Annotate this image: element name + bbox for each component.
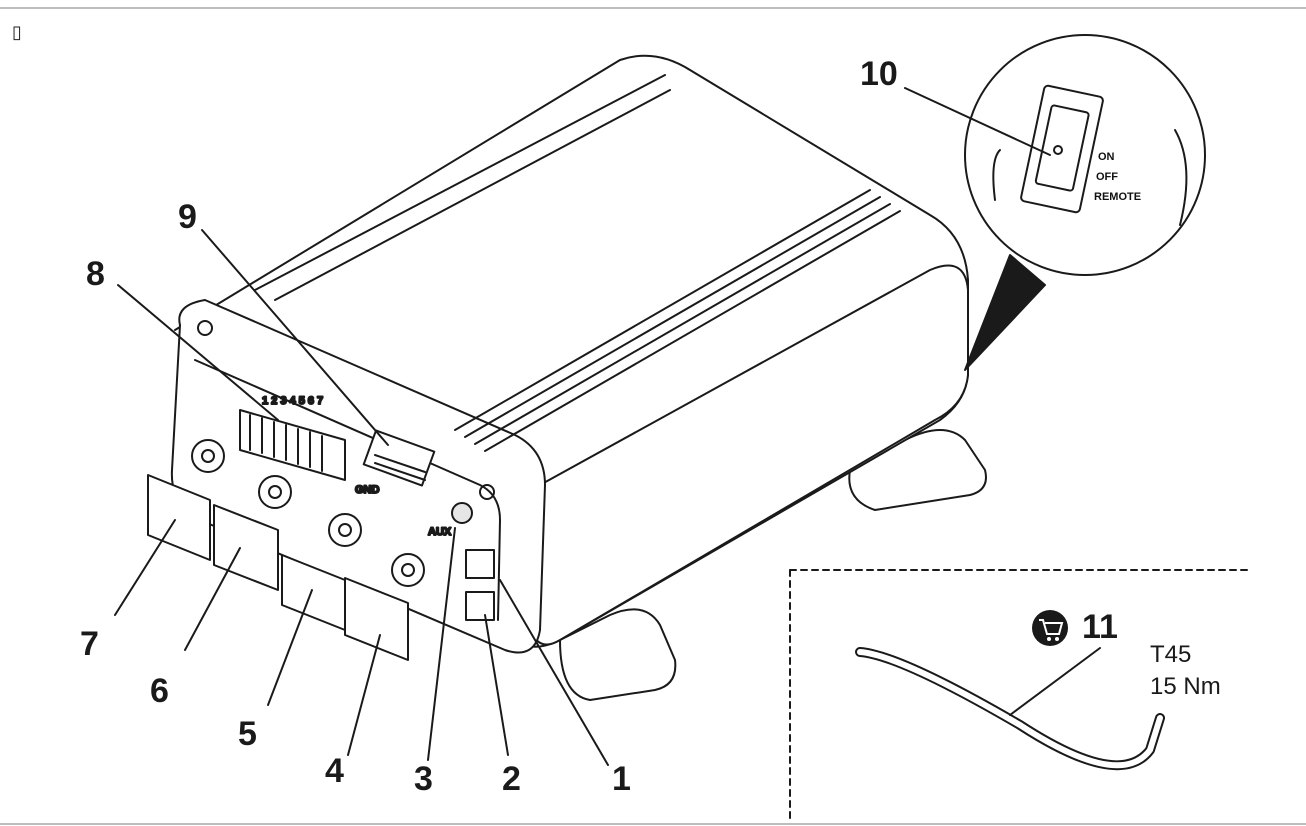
battery-terminal-6	[213, 475, 292, 591]
callout-3: 3	[414, 760, 433, 798]
leader-4	[347, 634, 381, 756]
battery-terminal-5	[281, 513, 362, 631]
callout-7: 7	[80, 625, 99, 663]
callout-6: 6	[150, 672, 169, 710]
leader-10	[904, 87, 1051, 156]
callout-2: 2	[502, 760, 521, 798]
switch-label-remote: REMOTE	[1094, 191, 1141, 203]
leader-9	[201, 229, 389, 446]
callout-4: 4	[325, 752, 344, 790]
callout-11: 11	[1082, 608, 1118, 646]
tool-torque: 15 Nm	[1150, 673, 1221, 700]
callout-8: 8	[86, 255, 105, 293]
leader-3	[427, 527, 456, 761]
corner-glyph: ▯	[12, 22, 22, 43]
housing-screw-top-left	[197, 320, 213, 336]
tool-bit-size: T45	[1150, 641, 1191, 668]
mounting-foot-front	[559, 608, 677, 701]
leader-7	[114, 519, 176, 616]
callout-10: 10	[860, 55, 898, 93]
switch-label-off: OFF	[1096, 171, 1118, 183]
bottom-border	[0, 823, 1306, 825]
switch-label-on: ON	[1098, 151, 1115, 163]
callout-5: 5	[238, 715, 257, 753]
leader-2	[484, 614, 509, 756]
magnifier-wedge	[964, 254, 1046, 371]
housing-screw-top-right	[479, 484, 495, 500]
connector-lower	[465, 591, 495, 621]
leader-6	[184, 547, 241, 651]
aux-label: AUX	[428, 526, 452, 538]
remote-terminal-block	[239, 409, 346, 481]
callout-1: 1	[612, 760, 631, 798]
leader-5	[267, 589, 313, 706]
mounting-foot-rear	[848, 429, 987, 511]
leader-1	[499, 579, 609, 766]
control-connector	[362, 429, 436, 487]
gnd-label: GND	[355, 484, 380, 496]
shopping-cart-icon	[1032, 610, 1068, 646]
leader-11	[1009, 647, 1101, 716]
top-border	[0, 7, 1306, 9]
callout-9: 9	[178, 198, 197, 236]
connector-upper	[465, 549, 495, 579]
leader-8	[117, 284, 279, 421]
terminal-numbers-label: 1 2 3 4 5 6 7	[262, 395, 323, 407]
torx-key	[855, 647, 1165, 771]
aux-indicator-led	[451, 502, 473, 524]
battery-terminal-4	[344, 553, 425, 661]
